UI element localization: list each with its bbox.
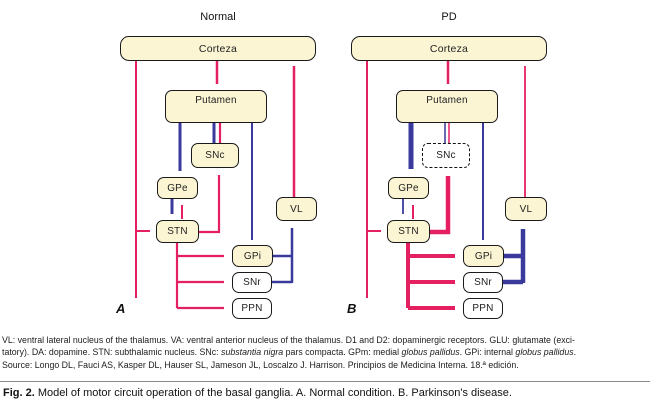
node-ppn-b: PPN (463, 298, 503, 319)
footnote-text: tatory). DA: dopamine. STN: subthalamic … (2, 347, 222, 358)
node-vl-a: VL (276, 197, 317, 221)
node-putamen-a: Putamen (165, 90, 267, 123)
panel-b-title: PD (441, 11, 457, 23)
node-stn-b: STN (387, 220, 430, 243)
panel-a-letter: A (116, 301, 126, 316)
circuit-arrows-layer (135, 61, 526, 310)
abbreviation-footnote: VL: ventral lateral nucleus of the thala… (2, 334, 650, 371)
node-putamen-b: Putamen (396, 90, 498, 123)
arrow-stn-snc-b (429, 176, 451, 235)
figure-caption: Fig. 2. Model of motor circuit operation… (3, 387, 648, 399)
panel-a-arrows (135, 61, 296, 310)
node-snr-b: SNr (463, 272, 503, 293)
footnote-line-1: VL: ventral lateral nucleus of the thala… (2, 334, 650, 346)
node-snr-a: SNr (232, 272, 272, 293)
footnote-text: . GPi: internal (459, 347, 516, 358)
node-ppn-a: PPN (232, 298, 272, 319)
footnote-line-2: tatory). DA: dopamine. STN: subthalamic … (2, 346, 650, 358)
node-cortex-a: Corteza (120, 36, 316, 61)
footnote-text: pars compacta. GPm: medial (283, 347, 402, 358)
node-gpe-b: GPe (388, 177, 429, 199)
panel-a-title: Normal (200, 11, 236, 23)
footnote-italic-term: globus pallidus (401, 347, 460, 358)
node-vl-b: VL (505, 197, 547, 221)
caption-divider-rule (0, 381, 650, 382)
arrow-stn-snc-a (198, 175, 221, 234)
footnote-italic-term: globus pallidus (515, 347, 574, 358)
node-gpi-b: GPi (463, 245, 504, 267)
footnote-source: Source: Longo DL, Fauci AS, Kasper DL, H… (2, 359, 519, 370)
footnote-text: . (573, 347, 577, 358)
node-snc-b-degenerated: SNc (422, 143, 470, 168)
figure-caption-label: Fig. 2. (3, 387, 35, 399)
footnote-italic-term: substantia nigra (221, 347, 284, 358)
footnote-line-3: Source: Longo DL, Fauci AS, Kasper DL, H… (2, 359, 650, 371)
node-gpi-a: GPi (232, 245, 273, 267)
figure-caption-text: Model of motor circuit operation of the … (34, 387, 512, 399)
footnote-text: VL: ventral lateral nucleus of the thala… (2, 335, 575, 345)
panel-b-letter: B (347, 301, 357, 316)
node-cortex-b: Corteza (351, 36, 547, 61)
node-gpe-a: GPe (157, 177, 198, 199)
node-stn-a: STN (156, 220, 199, 243)
node-snc-a: SNc (191, 143, 239, 168)
